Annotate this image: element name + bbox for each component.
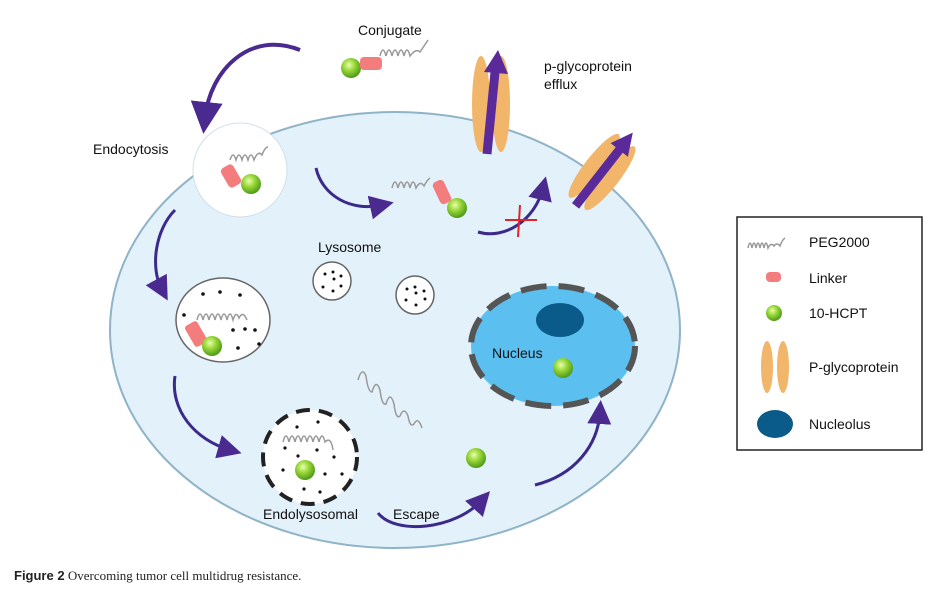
label-pgp-efflux-1: p-glycoprotein bbox=[544, 58, 632, 74]
peg-chain-icon bbox=[747, 237, 786, 251]
p-glycoprotein-1 bbox=[472, 50, 510, 155]
peg-chain bbox=[229, 146, 269, 163]
label-nucleus: Nucleus bbox=[492, 345, 543, 361]
figure-caption-text: Overcoming tumor cell multidrug resistan… bbox=[67, 568, 302, 583]
legend-label-peg2000: PEG2000 bbox=[809, 234, 870, 250]
linker bbox=[220, 164, 242, 188]
lysosome-2 bbox=[395, 275, 435, 315]
arrow-blocked-efflux bbox=[477, 176, 552, 236]
arrow-endocytosis-to-endosome bbox=[145, 208, 177, 301]
label-conjugate: Conjugate bbox=[358, 22, 422, 38]
lysosome-1-dots bbox=[321, 270, 343, 293]
label-endolysosomal: Endolysosomal bbox=[263, 506, 358, 522]
conjugate-linker bbox=[360, 57, 382, 70]
p-glycoprotein-icon bbox=[761, 341, 773, 393]
endosome-dots bbox=[182, 290, 261, 350]
drug-sphere bbox=[241, 174, 261, 194]
figure-number: Figure 2 bbox=[14, 568, 65, 583]
conjugate-drug bbox=[341, 58, 361, 78]
endolysosome-peg bbox=[282, 435, 334, 451]
cyto-drug bbox=[447, 198, 467, 218]
endosome-peg bbox=[196, 313, 248, 323]
endolysosome-dots bbox=[281, 420, 344, 494]
label-pgp-efflux-2: efflux bbox=[544, 76, 577, 92]
cell-body bbox=[109, 111, 681, 549]
figure-caption: Figure 2 Overcoming tumor cell multidrug… bbox=[14, 568, 301, 584]
legend-label-nucleolus: Nucleolus bbox=[809, 416, 870, 432]
diagram-canvas: Conjugate p-glycoprotein efflux Endocyto… bbox=[93, 22, 923, 549]
nucleolus-icon bbox=[757, 410, 793, 438]
nucleus-drug bbox=[553, 358, 573, 378]
arrow-to-nucleus bbox=[534, 400, 612, 487]
legend-label-linker: Linker bbox=[809, 270, 847, 286]
endosome-drug bbox=[202, 336, 222, 356]
block-mark bbox=[505, 204, 537, 238]
arrow-endocytosis-to-cytoplasm bbox=[314, 167, 394, 220]
p-glycoprotein-icon-half bbox=[777, 341, 789, 393]
nucleolus bbox=[536, 303, 584, 337]
lysosome-2-dots bbox=[404, 285, 427, 307]
arrow-endosome-to-endolysosome bbox=[172, 375, 242, 459]
endolysosome bbox=[261, 408, 359, 506]
cyto-linker bbox=[432, 179, 452, 205]
cyto-peg bbox=[391, 177, 431, 191]
arrow-conjugate-to-endocytosis bbox=[190, 42, 301, 134]
p-glycoprotein-2 bbox=[568, 132, 636, 211]
linker-icon bbox=[766, 272, 781, 282]
label-lysosome: Lysosome bbox=[318, 239, 382, 255]
nucleus bbox=[468, 283, 638, 409]
conjugate-peg bbox=[379, 39, 429, 58]
free-drug bbox=[466, 448, 486, 468]
endolysosome-drug bbox=[295, 460, 315, 480]
endosome-linker bbox=[185, 321, 207, 347]
legend-label-p-glycoprotein: P-glycoprotein bbox=[809, 359, 899, 375]
legend: PEG2000 Linker 10-HCPT P-glycoprotein Nu… bbox=[736, 216, 923, 451]
drug-sphere-icon bbox=[766, 305, 782, 321]
legend-label-10-hcpt: 10-HCPT bbox=[809, 305, 868, 321]
label-escape: Escape bbox=[393, 506, 440, 522]
free-peg bbox=[357, 371, 423, 429]
endocytosis-vesicle bbox=[192, 122, 288, 218]
endosome bbox=[175, 277, 271, 363]
lysosome-1 bbox=[312, 261, 352, 301]
label-endocytosis: Endocytosis bbox=[93, 141, 168, 157]
arrow-escape bbox=[376, 491, 491, 529]
